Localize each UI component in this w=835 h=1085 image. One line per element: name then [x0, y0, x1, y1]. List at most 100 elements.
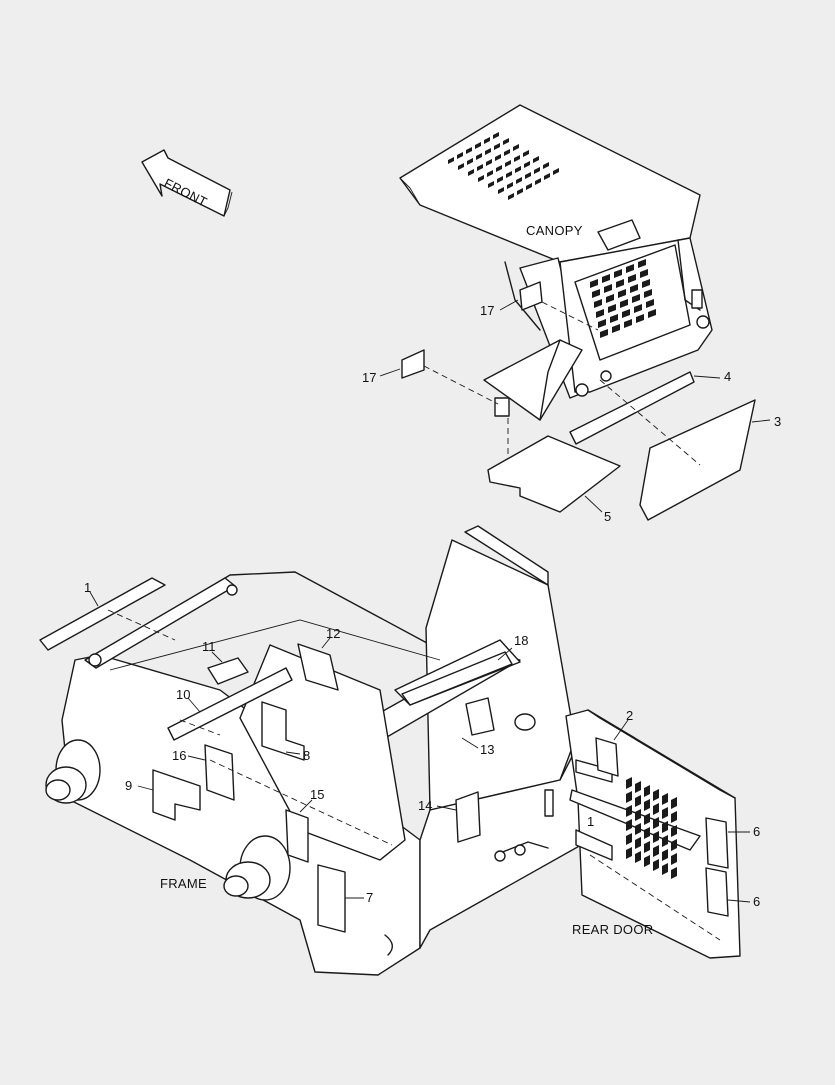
vent-slot [635, 809, 641, 821]
vent-slot [624, 319, 632, 328]
callout-11: 11 [202, 639, 216, 654]
vent-slot [508, 193, 514, 200]
vent-slot [608, 304, 616, 313]
vent-slot [534, 167, 540, 174]
vent-slot [634, 304, 642, 313]
rear-window-grid [590, 259, 656, 338]
vent-slot [671, 839, 677, 851]
vent-slot [507, 182, 513, 189]
vent-slot [644, 827, 650, 839]
callout-16: 16 [172, 748, 186, 763]
vent-slot [476, 153, 482, 160]
pad-4 [569, 371, 695, 445]
canopy [399, 104, 713, 421]
decal-6-upper [705, 817, 729, 869]
decal-8 [261, 701, 305, 761]
decal-13 [465, 697, 495, 736]
decal-11 [207, 657, 249, 685]
vent-slot [513, 144, 519, 151]
vent-slot [662, 835, 668, 847]
vent-slot [635, 795, 641, 807]
canopy-label: CANOPY [526, 223, 583, 238]
decal-16 [204, 744, 235, 801]
vent-slot [636, 314, 644, 323]
vent-slot [620, 299, 628, 308]
vent-slot [533, 156, 539, 163]
decal-7 [317, 864, 346, 933]
vent-slot [632, 294, 640, 303]
vent-slot [642, 279, 650, 288]
frame-label: FRAME [160, 876, 207, 891]
vent-slot [498, 187, 504, 194]
decal-1-frame [39, 577, 166, 651]
vent-slot [478, 175, 484, 182]
vent-slot [653, 831, 659, 843]
vent-slot [497, 176, 503, 183]
vent-slot [504, 149, 510, 156]
callout-17-lower: 17 [362, 370, 376, 385]
vent-slot [635, 851, 641, 863]
vent-slot [646, 299, 654, 308]
callout-9: 9 [125, 778, 132, 793]
vent-slot [594, 299, 602, 308]
callout-1-door: 1 [587, 814, 594, 829]
decal-6-lower [705, 867, 729, 917]
vent-slot [626, 819, 632, 831]
decal-18 [401, 651, 513, 706]
pad-17-bracket [401, 349, 425, 379]
vent-slot [644, 799, 650, 811]
vent-slot [486, 159, 492, 166]
vent-slot [638, 259, 646, 268]
vent-slot [626, 264, 634, 273]
pad-3 [639, 399, 756, 521]
vent-slot [653, 803, 659, 815]
vent-slot [477, 164, 483, 171]
vent-slot [590, 279, 598, 288]
vent-slot [544, 173, 550, 180]
vent-slot [626, 805, 632, 817]
vent-slot [606, 294, 614, 303]
vent-slot [496, 165, 502, 172]
vent-slot [644, 855, 650, 867]
roof-vent-grid [448, 132, 559, 200]
vent-slot [671, 867, 677, 879]
vent-slot [503, 138, 509, 145]
callout-3: 3 [774, 414, 781, 429]
callout-8: 8 [303, 748, 310, 763]
callout-5: 5 [604, 509, 611, 524]
vent-slot [662, 849, 668, 861]
vent-slot [493, 132, 499, 139]
callout-15: 15 [310, 787, 324, 802]
vent-slot [598, 319, 606, 328]
vent-slot [671, 853, 677, 865]
vent-slot [644, 289, 652, 298]
vent-slot [626, 777, 632, 789]
vent-slot [494, 143, 500, 150]
vent-slot [484, 137, 490, 144]
vent-slot [448, 157, 454, 164]
vent-slot [626, 791, 632, 803]
vent-slot [543, 162, 549, 169]
vent-slot [628, 274, 636, 283]
vent-slot [485, 148, 491, 155]
vent-slot [635, 837, 641, 849]
vent-slot [467, 158, 473, 165]
vent-slot [516, 177, 522, 184]
vent-slot [662, 793, 668, 805]
vent-slot [505, 160, 511, 167]
vent-slot [525, 172, 531, 179]
callout-4: 4 [724, 369, 731, 384]
callout-2: 2 [626, 708, 633, 723]
vent-slot [515, 166, 521, 173]
vent-slot [517, 188, 523, 195]
callout-1-frame: 1 [84, 580, 91, 595]
callout-13: 13 [480, 742, 494, 757]
vent-slot [514, 155, 520, 162]
vent-slot [604, 284, 612, 293]
vent-slot [495, 154, 501, 161]
vent-slot [653, 817, 659, 829]
vent-slot [458, 163, 464, 170]
vent-slot [506, 171, 512, 178]
callout-18: 18 [514, 633, 528, 648]
vent-slot [596, 309, 604, 318]
